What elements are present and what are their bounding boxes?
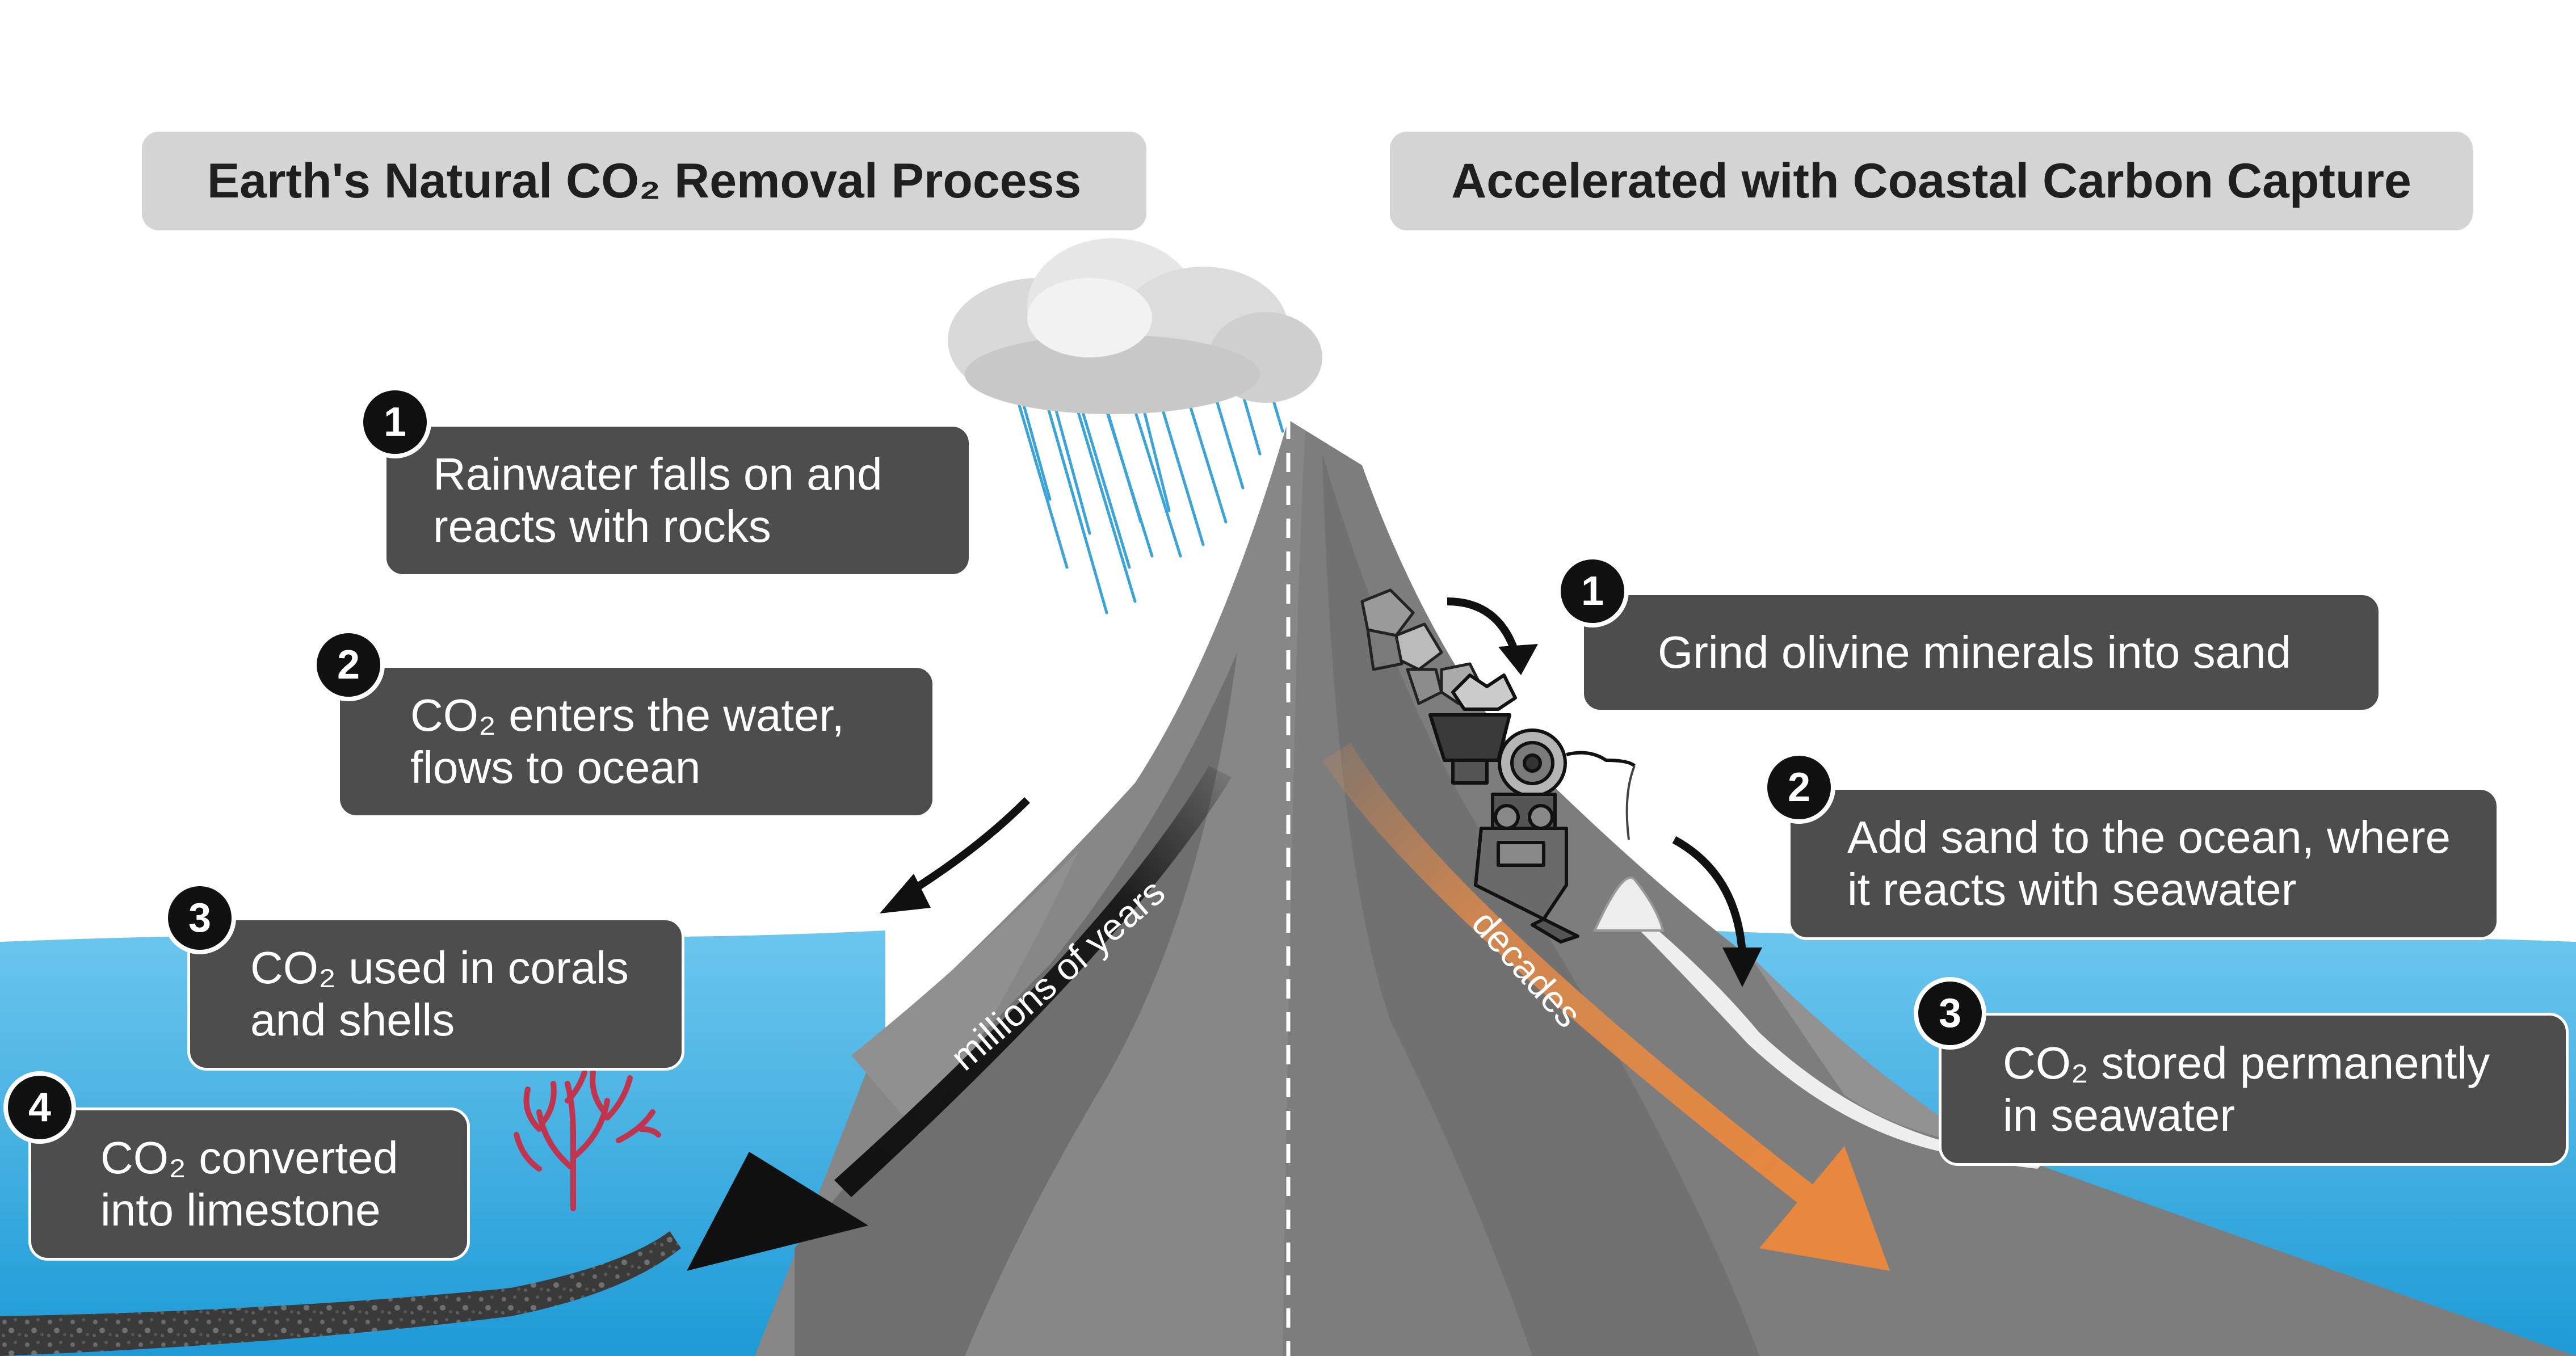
- step-number-badge: 3: [163, 882, 236, 954]
- step-text-line1: CO₂ stored permanently: [2003, 1038, 2490, 1088]
- step-number-badge: 4: [3, 1071, 76, 1144]
- step-text-line1: Grind olivine minerals into sand: [1658, 627, 2292, 677]
- add-to-ocean-arrow: [1672, 836, 1762, 987]
- grinder-machine-icon: [1428, 673, 1636, 944]
- right-header: Accelerated with Coastal Carbon Capture: [1390, 132, 2473, 230]
- grind-arrow: [1447, 597, 1538, 675]
- step-box: CO₂ enters the water, flows to ocean: [337, 665, 935, 818]
- step-text-line1: CO₂ used in corals: [250, 942, 629, 993]
- left-header: Earth's Natural CO₂ Removal Process: [142, 132, 1146, 230]
- step-text-line2: into limestone: [100, 1185, 381, 1235]
- step-number-badge: 2: [312, 629, 385, 701]
- step-text-line1: Rainwater falls on and: [433, 449, 883, 499]
- cloud-icon: [948, 238, 1322, 414]
- step-text-line1: Add sand to the ocean, where: [1847, 812, 2451, 862]
- slow-arrow: [687, 766, 1232, 1271]
- coral-icon: [514, 1069, 661, 1211]
- step-text-line1: CO₂ converted: [100, 1132, 398, 1183]
- step-box: Add sand to the ocean, where it reacts w…: [1788, 787, 2499, 940]
- step-number-badge: 3: [1914, 977, 1986, 1050]
- step-text-line2: it reacts with seawater: [1847, 864, 2297, 915]
- fast-arrow: [1322, 743, 1890, 1271]
- step-box: CO₂ stored permanently in seawater: [1939, 1013, 2569, 1166]
- step-number-badge: 2: [1763, 751, 1835, 824]
- sand-pile-icon: [1592, 876, 1665, 932]
- step-text-line2: and shells: [250, 995, 455, 1045]
- step-text-line2: flows to ocean: [410, 742, 701, 793]
- step-text-line2: reacts with rocks: [433, 501, 771, 551]
- step-number-badge: 1: [1556, 555, 1629, 628]
- step-box: CO₂ converted into limestone: [28, 1107, 470, 1261]
- mountain: [755, 420, 2576, 1356]
- limestone-layer: [0, 1231, 681, 1356]
- step-box: Rainwater falls on and reacts with rocks: [384, 424, 972, 577]
- step-text-line2: in seawater: [2003, 1090, 2235, 1140]
- step-number-badge: 1: [359, 386, 431, 458]
- step-box: Grind olivine minerals into sand: [1581, 592, 2381, 713]
- step-text-line1: CO₂ enters the water,: [410, 690, 844, 740]
- flow-to-ocean-arrow: [880, 797, 1030, 913]
- step-box: CO₂ used in corals and shells: [187, 917, 684, 1071]
